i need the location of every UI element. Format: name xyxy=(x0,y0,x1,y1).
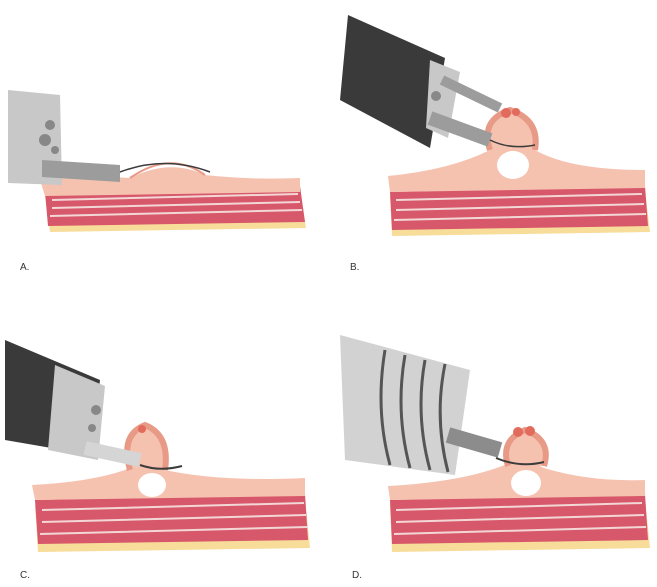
panel-c: C. xyxy=(0,300,330,587)
panel-b-label: B. xyxy=(350,262,359,273)
panel-a-label: A. xyxy=(20,262,29,273)
panel-a-illustration xyxy=(0,0,330,290)
endoscope xyxy=(340,335,500,475)
panel-a: A. xyxy=(0,0,330,290)
panel-c-illustration xyxy=(0,300,330,587)
endoscope xyxy=(340,15,500,148)
panel-c-label: C. xyxy=(20,570,30,581)
panel-d-label: D. xyxy=(352,570,362,581)
panel-d: D. xyxy=(330,300,657,587)
endoscope xyxy=(5,340,140,460)
panel-d-illustration xyxy=(330,300,657,587)
endoscope xyxy=(8,90,120,185)
panel-b: B. xyxy=(330,0,657,290)
panel-b-illustration xyxy=(330,0,657,290)
